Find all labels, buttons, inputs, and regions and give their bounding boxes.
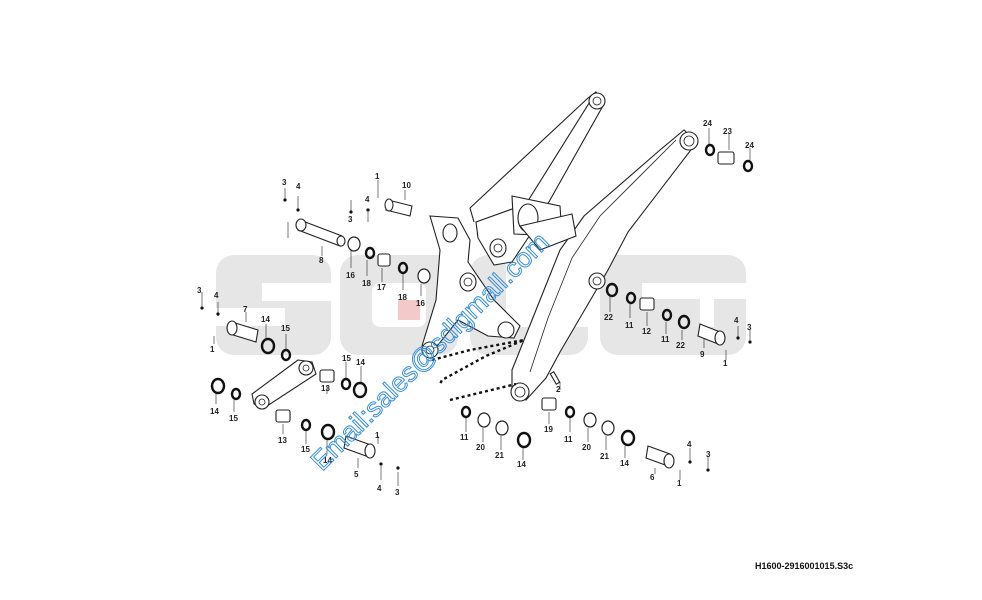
callout-54: 3 (706, 450, 711, 459)
callout-19: 14 (356, 358, 365, 367)
callout-4: 10 (402, 181, 411, 190)
callout-3: 8 (319, 256, 324, 265)
callout-34: 11 (625, 321, 634, 330)
callout-11: 16 (416, 299, 425, 308)
lift-arm-assembly (421, 90, 699, 402)
callout-5: 3 (348, 215, 353, 224)
callout-39: 4 (734, 316, 739, 325)
callout-13: 4 (214, 291, 219, 300)
callout-15: 1 (210, 345, 215, 354)
callout-48: 11 (564, 435, 573, 444)
callout-45: 21 (495, 451, 504, 460)
callout-28: 4 (377, 484, 382, 493)
callout-43: 11 (460, 433, 469, 442)
callout-36: 11 (661, 335, 670, 344)
bucket-link (251, 359, 317, 410)
callout-6: 4 (365, 195, 370, 204)
callout-33: 22 (604, 313, 613, 322)
callout-18: 15 (342, 354, 351, 363)
callout-7: 16 (346, 271, 355, 280)
callout-44: 20 (476, 443, 485, 452)
callout-50: 21 (600, 452, 609, 461)
callout-41: 1 (723, 359, 728, 368)
callout-26: 1 (375, 431, 380, 440)
callout-32: 24 (745, 141, 754, 150)
callout-49: 20 (582, 443, 591, 452)
callout-23: 13 (278, 436, 287, 445)
callout-1: 4 (296, 182, 301, 191)
callout-46: 14 (517, 460, 526, 469)
callout-35: 12 (642, 327, 651, 336)
callout-24: 15 (301, 445, 310, 454)
callout-20: 13 (321, 384, 330, 393)
callout-27: 5 (354, 470, 359, 479)
callout-21: 14 (210, 407, 219, 416)
callout-9: 17 (377, 283, 386, 292)
pins-bushings-seals (210, 143, 754, 469)
callout-10: 18 (398, 293, 407, 302)
callout-17: 15 (281, 324, 290, 333)
callout-14: 7 (243, 305, 248, 314)
callout-29: 3 (395, 488, 400, 497)
callout-30: 24 (703, 119, 712, 128)
callout-31: 23 (723, 127, 732, 136)
callout-25: 14 (323, 456, 332, 465)
callout-37: 22 (676, 341, 685, 350)
callout-12: 3 (197, 286, 202, 295)
callout-leaders (200, 128, 752, 486)
callout-22: 15 (229, 414, 238, 423)
callout-38: 9 (700, 350, 705, 359)
callout-8: 18 (362, 279, 371, 288)
callout-53: 4 (687, 440, 692, 449)
callout-2: 1 (375, 172, 380, 181)
drawing-code: H1600-2916001015.S3c (755, 561, 854, 571)
callout-16: 14 (261, 315, 270, 324)
callout-40: 3 (747, 323, 752, 332)
callout-0: 3 (282, 178, 287, 187)
callout-52: 6 (650, 473, 655, 482)
callout-51: 14 (620, 459, 629, 468)
callout-55: 1 (677, 479, 682, 488)
callout-47: 19 (544, 425, 553, 434)
callout-42: 2 (556, 385, 561, 394)
